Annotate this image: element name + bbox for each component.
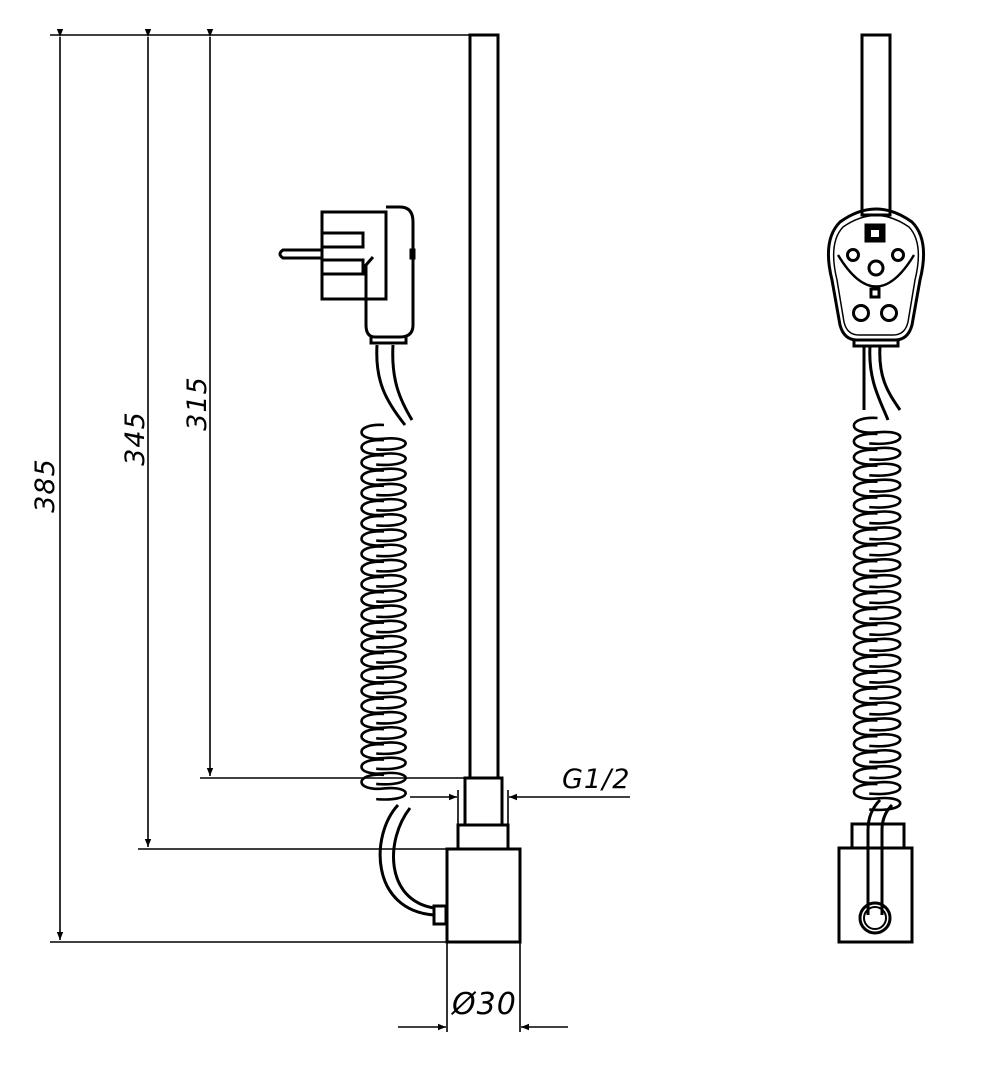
coil-loop	[852, 623, 902, 653]
dim-diameter-label: Ø30	[452, 987, 517, 1022]
coil-loop	[360, 651, 407, 680]
coil-loop	[360, 530, 407, 558]
coil-loop	[360, 514, 407, 543]
coil-loop	[360, 438, 407, 467]
coil-loop	[360, 636, 407, 664]
coil-loop	[360, 499, 407, 528]
cable-lower	[378, 803, 435, 917]
coil-loop	[852, 687, 902, 716]
control-body-front	[837, 846, 914, 944]
coil-loop	[360, 469, 407, 497]
coil-loop	[360, 682, 407, 710]
coil-loop	[360, 484, 407, 512]
hex-nut	[456, 823, 510, 851]
coil-loop	[852, 416, 902, 446]
dim-345-label: 345	[119, 411, 151, 466]
front-view	[826, 33, 926, 944]
coil-loop	[360, 590, 407, 619]
coil-loop	[852, 544, 902, 573]
coil-loop	[852, 607, 902, 637]
coil-loop	[852, 448, 902, 477]
cable-gland	[432, 904, 448, 926]
hex-nut-front	[850, 822, 906, 850]
coil-loop	[852, 703, 902, 732]
coil-loop	[852, 782, 902, 812]
cable-upper	[375, 344, 407, 426]
coil-loop	[852, 591, 902, 621]
coil-loop	[360, 423, 407, 451]
dim-315-label: 315	[181, 376, 213, 431]
coil-loop	[852, 750, 902, 780]
coil-loop	[360, 773, 407, 801]
dim-385-label: 385	[29, 458, 61, 513]
coil-loop	[852, 480, 902, 509]
coil-loop	[360, 743, 407, 771]
coil-loop	[852, 559, 902, 589]
control-body	[445, 847, 522, 944]
coil-loop	[852, 464, 902, 493]
coil-loop	[852, 432, 902, 462]
heating-rod	[468, 33, 500, 780]
plug-front	[826, 207, 926, 348]
coil-loop	[852, 528, 902, 557]
coil-loop	[360, 621, 407, 649]
coil-loop	[852, 719, 902, 748]
coil-loop	[360, 712, 407, 740]
coil-loop	[852, 512, 902, 541]
coiled-cable-front	[852, 416, 902, 812]
coil-loop	[852, 766, 902, 796]
coil-loop	[360, 667, 407, 695]
coil-loop	[360, 545, 407, 573]
coil-loop	[360, 758, 407, 786]
coil-loop	[360, 606, 407, 634]
coil-loop	[852, 735, 902, 764]
coil-loop	[852, 639, 902, 668]
coil-loop	[360, 697, 407, 725]
dim-thread-label: G1/2	[562, 764, 631, 795]
coiled-cable	[360, 423, 407, 801]
side-view	[278, 33, 522, 944]
cable-gland-front	[858, 901, 892, 935]
coil-loop	[360, 575, 407, 604]
plug-side	[278, 205, 416, 345]
coil-loop	[852, 496, 902, 525]
coil-loop	[360, 454, 407, 482]
dimension-lines	[50, 29, 630, 1032]
heating-rod-front	[860, 33, 892, 217]
coil-loop	[360, 727, 407, 756]
coil-loop	[852, 671, 902, 700]
thread-nut	[463, 776, 504, 827]
coil-loop	[852, 655, 902, 684]
coil-loop	[852, 575, 902, 605]
coil-loop	[360, 560, 407, 588]
